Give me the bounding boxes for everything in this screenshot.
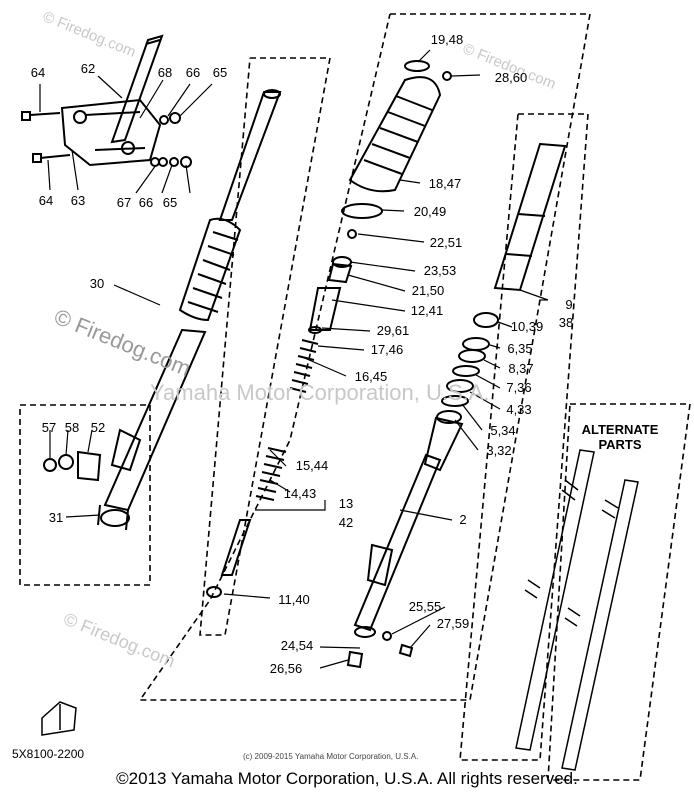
steering-stem-bracket — [21, 34, 192, 168]
part-label: 64 — [38, 193, 54, 208]
part-label: 62 — [80, 61, 96, 76]
part-label: 24,54 — [280, 638, 314, 653]
part-label: 18,47 — [428, 176, 462, 191]
part-label: 27,59 — [436, 616, 470, 631]
leader-lines — [39, 49, 549, 669]
alternate-parts-text: ALTERNATE PARTS — [581, 422, 659, 452]
part-label: 6,35 — [507, 341, 533, 356]
part-label: 16,45 — [354, 369, 388, 384]
small-copyright: (c) 2009-2015 Yamaha Motor Corporation, … — [243, 752, 419, 761]
part-label: 4,33 — [506, 402, 532, 417]
part-label: 38 — [558, 315, 574, 330]
part-label: 64 — [30, 65, 46, 80]
part-label: 12,41 — [410, 303, 444, 318]
dashed-boundaries — [19, 13, 691, 781]
part-label: 29,61 — [376, 323, 410, 338]
part-label: 25,55 — [408, 599, 442, 614]
part-label: 3,32 — [486, 443, 512, 458]
part-label: 52 — [90, 420, 106, 435]
part-label: 65 — [212, 65, 228, 80]
footer-copyright: ©2013 Yamaha Motor Corporation, U.S.A. A… — [116, 769, 578, 788]
book-icon — [41, 701, 77, 736]
part-label: 17,46 — [370, 342, 404, 357]
part-label: 66 — [138, 195, 154, 210]
part-label: 23,53 — [423, 263, 457, 278]
part-label: 66 — [185, 65, 201, 80]
part-label: 20,49 — [413, 204, 447, 219]
part-label: 57 — [41, 420, 57, 435]
part-label: 22,51 — [429, 235, 463, 250]
part-label: 67 — [116, 195, 132, 210]
part-label: 15,44 — [295, 458, 329, 473]
part-label: 65 — [162, 195, 178, 210]
part-label: 31 — [48, 510, 64, 525]
part-label: 30 — [89, 276, 105, 291]
part-label: 7,36 — [506, 380, 532, 395]
part-label: 11,40 — [278, 592, 310, 607]
part-label: 58 — [64, 420, 80, 435]
caliper-parts — [43, 450, 102, 482]
left-fork-tube — [97, 89, 282, 531]
part-label: 8,37 — [508, 361, 534, 376]
watermark-5: Yamaha Motor Corporation, U.S.A. — [150, 380, 490, 405]
diagram-code: 5X8100-2200 — [12, 747, 85, 761]
part-label: 26,56 — [269, 661, 303, 676]
alternate-parts-sketch — [515, 449, 639, 771]
part-label: 63 — [70, 193, 86, 208]
part-label: 9 — [565, 297, 573, 312]
part-label: 10,39 — [510, 319, 544, 334]
alternate-parts-label: ALTERNATE PARTS — [572, 422, 668, 452]
dust-boot — [308, 60, 452, 334]
part-label: 2 — [459, 512, 467, 527]
part-label: 28,60 — [494, 70, 528, 85]
part-label: 13 — [338, 496, 354, 511]
part-label: 42 — [338, 515, 354, 530]
part-label: 19,48 — [430, 32, 464, 47]
part-label: 68 — [157, 65, 173, 80]
part-label: 14,43 — [283, 486, 317, 501]
part-label: 21,50 — [411, 283, 445, 298]
part-label: 5,34 — [490, 423, 516, 438]
